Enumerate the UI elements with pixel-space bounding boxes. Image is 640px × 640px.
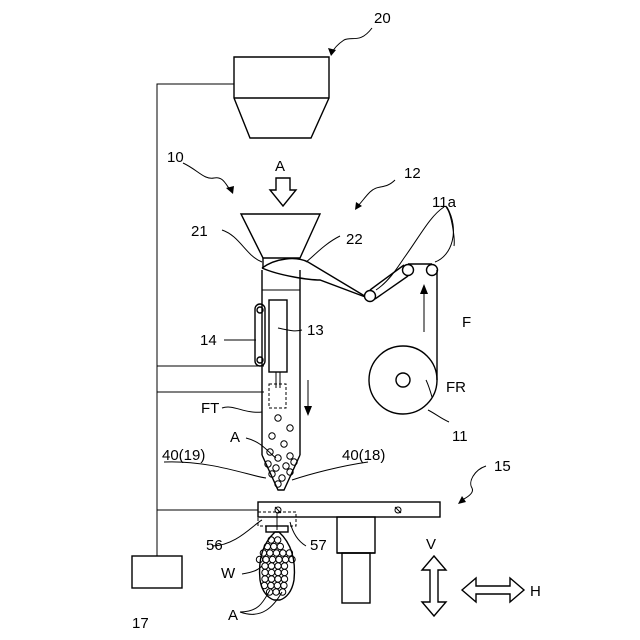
product-granule bbox=[269, 433, 275, 439]
label-part-56: 56 bbox=[206, 537, 223, 554]
product-granule bbox=[267, 550, 273, 556]
label-apparatus: 10 bbox=[167, 149, 184, 166]
product-granule bbox=[275, 537, 281, 543]
horizontal-motion-arrow bbox=[462, 578, 524, 602]
label-film-path: 12 bbox=[404, 165, 421, 182]
product-granule bbox=[263, 556, 269, 562]
label-hopper: 21 bbox=[191, 223, 208, 240]
product-feed-arrow bbox=[270, 178, 296, 206]
product-granule bbox=[281, 563, 287, 569]
leader-lines bbox=[164, 28, 486, 614]
product-granule bbox=[273, 465, 279, 471]
product-granule bbox=[262, 576, 268, 582]
product-granule bbox=[274, 582, 280, 588]
product-granule bbox=[268, 576, 274, 582]
product-granule bbox=[268, 569, 274, 575]
product-granule bbox=[267, 449, 273, 455]
label-belt-unit: 14 bbox=[200, 332, 217, 349]
label-vertical: V bbox=[426, 536, 436, 553]
controller-box bbox=[132, 556, 182, 588]
label-tube-inner: 13 bbox=[307, 322, 324, 339]
filled-bag bbox=[260, 532, 295, 600]
product-granule bbox=[275, 576, 281, 582]
supply-hopper bbox=[234, 57, 329, 138]
film-roll bbox=[369, 346, 437, 414]
product-granule bbox=[289, 556, 295, 562]
label-film-roll: FR bbox=[446, 379, 466, 396]
label-product-arrow: A bbox=[275, 158, 285, 175]
product-granule bbox=[262, 563, 268, 569]
product-granule bbox=[273, 589, 279, 595]
product-granule bbox=[283, 463, 289, 469]
film-direction-arrow bbox=[420, 284, 428, 332]
product-granule bbox=[273, 550, 279, 556]
product-granule bbox=[282, 556, 288, 562]
product-granule bbox=[275, 563, 281, 569]
product-granule bbox=[268, 537, 274, 543]
label-controller: 17 bbox=[132, 615, 149, 632]
inner-tube-dashed bbox=[269, 384, 286, 408]
flow-arrow bbox=[304, 380, 312, 416]
belt-unit bbox=[255, 304, 265, 366]
product-granule bbox=[277, 543, 283, 549]
product-hopper bbox=[241, 214, 320, 258]
product-granule bbox=[268, 582, 274, 588]
label-carriage: 15 bbox=[494, 458, 511, 475]
label-product-inside: A bbox=[230, 429, 240, 446]
inner-tube bbox=[269, 300, 287, 372]
product-granule bbox=[276, 556, 282, 562]
label-product-bag: A bbox=[228, 607, 238, 624]
product-granule bbox=[279, 475, 285, 481]
product-granule bbox=[269, 556, 275, 562]
inner-rod bbox=[276, 372, 280, 388]
product-granule bbox=[279, 589, 285, 595]
label-part-57: 57 bbox=[310, 537, 327, 554]
label-film-unit: 11 bbox=[452, 428, 468, 445]
product-granule bbox=[281, 576, 287, 582]
label-film: F bbox=[462, 314, 471, 331]
vertical-motion-arrow bbox=[422, 556, 446, 616]
label-film-tube: FT bbox=[201, 400, 219, 417]
product-granule bbox=[275, 415, 281, 421]
film-rollers bbox=[365, 265, 438, 302]
product-granule bbox=[261, 582, 267, 588]
film-web bbox=[370, 264, 437, 380]
product-granule bbox=[280, 550, 286, 556]
product-granule bbox=[271, 543, 277, 549]
product-granule bbox=[262, 569, 268, 575]
carriage-plate bbox=[258, 502, 440, 517]
label-horizontal: H bbox=[530, 583, 541, 600]
product-granule bbox=[281, 441, 287, 447]
label-sealer-right: 40(18) bbox=[342, 447, 385, 464]
product-granule bbox=[287, 425, 293, 431]
label-bag: W bbox=[221, 565, 236, 582]
label-chute: 22 bbox=[346, 231, 363, 248]
product-granule bbox=[275, 569, 281, 575]
product-granule bbox=[281, 569, 287, 575]
product-granule bbox=[281, 582, 287, 588]
actuator bbox=[337, 517, 375, 603]
label-rollers: 11a bbox=[432, 194, 457, 211]
tube-products bbox=[265, 415, 297, 487]
product-granule bbox=[287, 453, 293, 459]
product-granule bbox=[268, 563, 274, 569]
label-sealer-left: 40(19) bbox=[162, 447, 205, 464]
label-hopper-unit: 20 bbox=[374, 10, 391, 27]
